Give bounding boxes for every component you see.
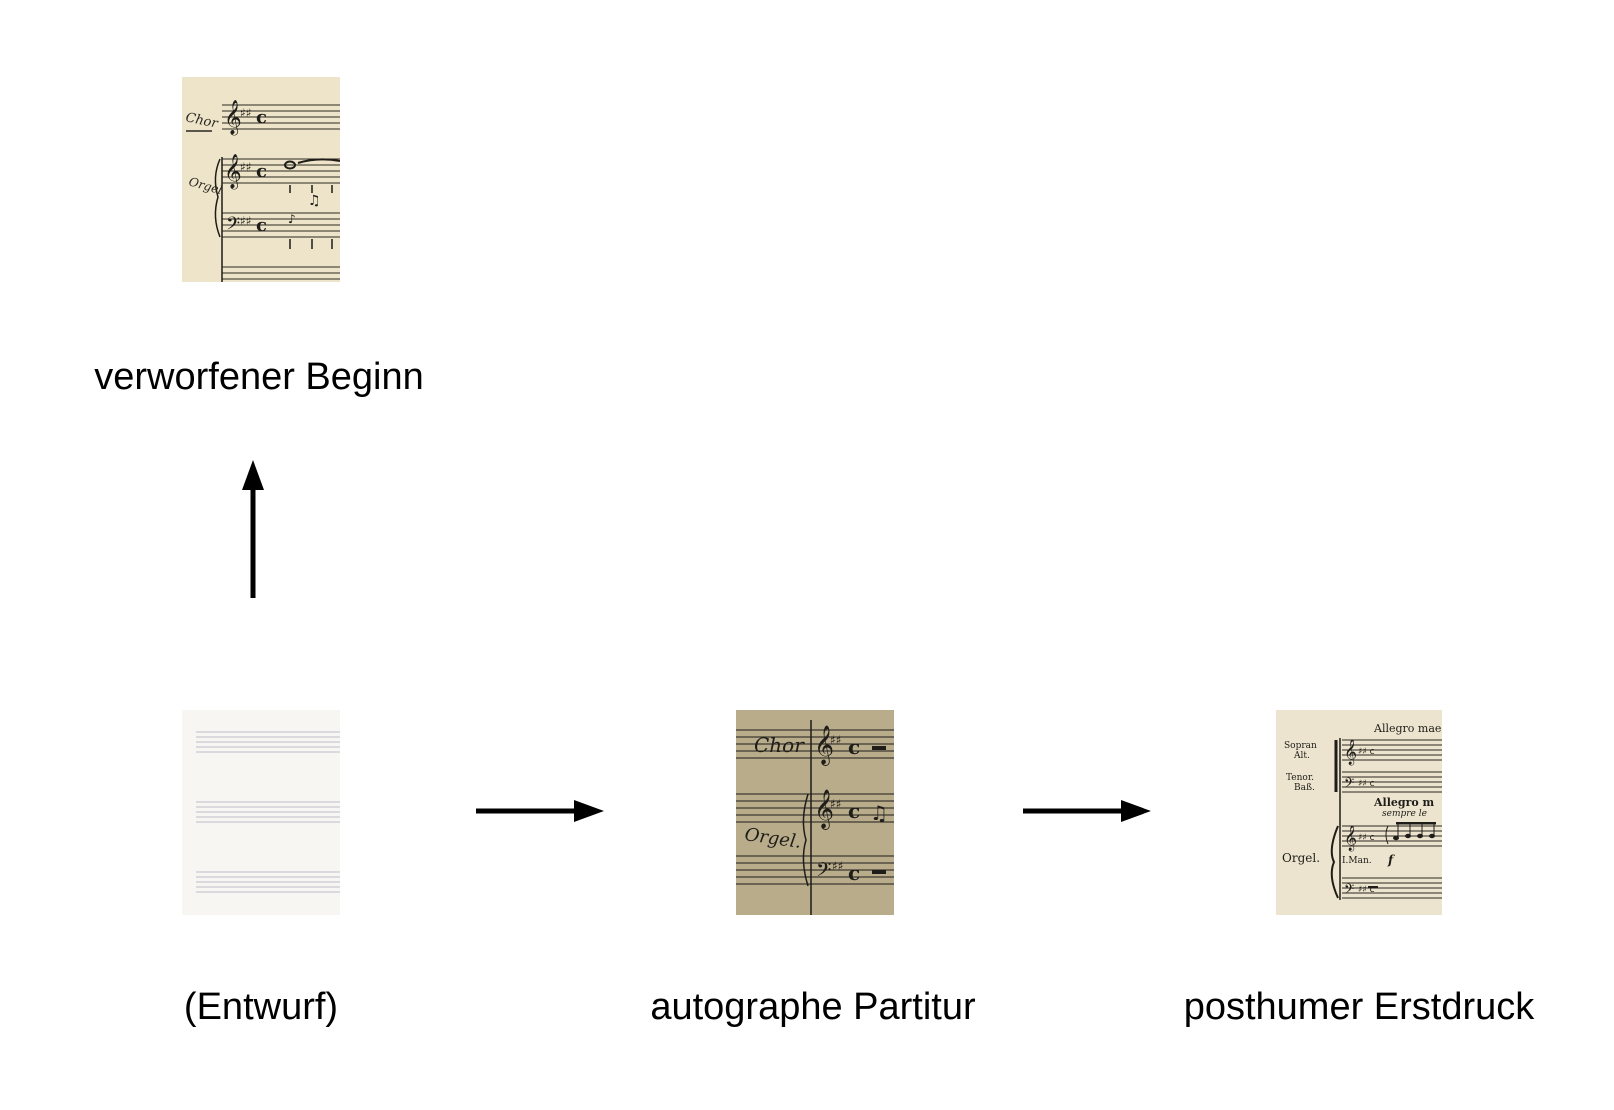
arrow-right-1 bbox=[476, 796, 606, 826]
score-label-soprano: Sopran bbox=[1284, 741, 1317, 751]
svg-text:c: c bbox=[848, 735, 860, 759]
svg-text:c: c bbox=[848, 861, 860, 885]
score-label-organ: Orgel. bbox=[1282, 851, 1320, 865]
svg-text:♫: ♫ bbox=[870, 801, 888, 825]
autograph-score-thumbnail: 𝄞 𝄞 𝄢 ♯♯ c ♯♯ c ♯♯ c ♫ Chor Orgel. bbox=[736, 710, 894, 915]
score-expression: sempre le bbox=[1382, 809, 1427, 819]
discarded-score-image: 𝄞 𝄞 𝄢 ♯♯ c ♯♯ c ♯♯ c ♫ ♪ Chor Orgel bbox=[182, 77, 340, 282]
label-autograph-score: autographe Partitur bbox=[650, 986, 976, 1028]
score-label-chor: Chor bbox=[184, 110, 220, 132]
label-discarded-beginning: verworfener Beginn bbox=[94, 356, 424, 398]
score-tempo-2: Allegro m bbox=[1373, 796, 1435, 809]
svg-text:c: c bbox=[256, 161, 267, 182]
label-draft: (Entwurf) bbox=[183, 986, 339, 1028]
svg-text:♯♯ c: ♯♯ c bbox=[1358, 885, 1375, 895]
svg-text:♪: ♪ bbox=[288, 212, 296, 226]
blank-staff-paper-thumbnail bbox=[182, 710, 340, 915]
manuscript-score-thumbnail: 𝄞 𝄞 𝄢 ♯♯ c ♯♯ c ♯♯ c ♫ ♪ Chor Orgel bbox=[182, 77, 340, 282]
svg-text:♯♯: ♯♯ bbox=[240, 160, 252, 174]
svg-text:♯♯: ♯♯ bbox=[240, 106, 252, 120]
score-label-alto: Alt. bbox=[1293, 751, 1310, 761]
svg-text:𝄞: 𝄞 bbox=[1344, 739, 1357, 765]
svg-text:♯♯: ♯♯ bbox=[830, 733, 842, 747]
svg-text:♯♯: ♯♯ bbox=[832, 859, 844, 873]
svg-text:c: c bbox=[848, 799, 860, 823]
svg-text:𝄞: 𝄞 bbox=[224, 100, 242, 136]
print-score-image: 𝄞 𝄢 𝄞 𝄢 ♯♯ c ♯♯ c ♯♯ c ♯♯ c Allegro mae … bbox=[1276, 710, 1442, 915]
svg-text:c: c bbox=[256, 107, 267, 128]
score-dynamic: f bbox=[1387, 853, 1395, 867]
svg-text:𝄢: 𝄢 bbox=[226, 214, 240, 239]
printed-score-thumbnail: 𝄞 𝄢 𝄞 𝄢 ♯♯ c ♯♯ c ♯♯ c ♯♯ c Allegro mae … bbox=[1276, 710, 1442, 915]
svg-text:♯♯ c: ♯♯ c bbox=[1358, 833, 1375, 843]
svg-text:𝄞: 𝄞 bbox=[814, 789, 834, 830]
svg-text:c: c bbox=[256, 215, 267, 236]
label-first-print: posthumer Erstdruck bbox=[1183, 986, 1535, 1028]
svg-text:𝄢: 𝄢 bbox=[816, 858, 831, 886]
svg-text:♯♯: ♯♯ bbox=[830, 797, 842, 811]
score-label-tenor: Tenor. bbox=[1286, 773, 1314, 783]
arrow-up bbox=[238, 460, 268, 600]
svg-text:♫: ♫ bbox=[308, 193, 321, 209]
score-tempo-1: Allegro mae bbox=[1373, 722, 1441, 735]
svg-text:𝄢: 𝄢 bbox=[1344, 881, 1354, 900]
svg-text:𝄞: 𝄞 bbox=[814, 725, 834, 766]
svg-text:𝄞: 𝄞 bbox=[1344, 825, 1357, 851]
svg-text:𝄞: 𝄞 bbox=[224, 154, 242, 190]
svg-text:♯♯ c: ♯♯ c bbox=[1358, 779, 1375, 789]
score-label-chor: Chor bbox=[754, 733, 805, 757]
draft-score-image bbox=[182, 710, 340, 915]
score-label-bass: Baß. bbox=[1294, 783, 1315, 793]
svg-text:𝄢: 𝄢 bbox=[1344, 775, 1354, 794]
score-label-manual: I.Man. bbox=[1342, 856, 1372, 866]
svg-text:♯♯: ♯♯ bbox=[240, 214, 252, 228]
svg-text:♯♯ c: ♯♯ c bbox=[1358, 747, 1375, 757]
arrow-right-2 bbox=[1023, 796, 1153, 826]
autograph-score-image: 𝄞 𝄞 𝄢 ♯♯ c ♯♯ c ♯♯ c ♫ Chor Orgel. bbox=[736, 710, 894, 915]
